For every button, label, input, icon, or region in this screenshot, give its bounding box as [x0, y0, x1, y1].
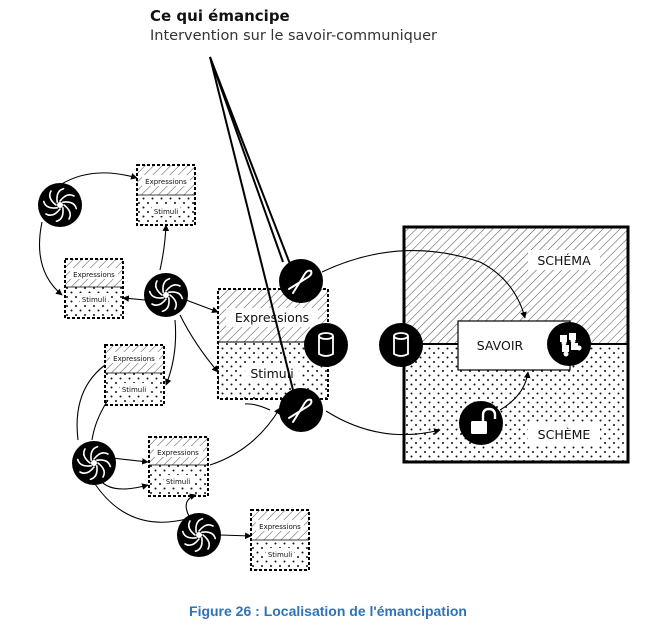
small-box-5-expressions: Expressions [259, 523, 301, 531]
schema-label: SCHÉMA [537, 253, 591, 268]
small-box-3: Expressions Stimuli [104, 344, 165, 406]
pliers-icon [278, 387, 324, 433]
spiral-icon [37, 182, 83, 228]
cylinder-icon [303, 322, 349, 368]
small-box-5-stimuli: Stimuli [268, 551, 292, 559]
cylinder-icon [378, 322, 424, 368]
small-box-1: Expressions Stimuli [136, 164, 196, 226]
small-box-2-expressions: Expressions [73, 271, 115, 279]
puzzle-icon [547, 322, 591, 366]
small-box-3-stimuli: Stimuli [122, 386, 146, 394]
small-box-1-stimuli: Stimuli [154, 208, 178, 216]
small-box-5: Expressions Stimuli [250, 509, 310, 571]
scheme-label: SCHÈME [538, 427, 591, 442]
spiral-icon [143, 272, 189, 318]
small-box-2: Expressions Stimuli [64, 258, 124, 319]
emancipation-diagram: SCHÉMA SCHÈME SAVOIR Expressions Stimuli… [37, 56, 630, 571]
small-box-4: Expressions Stimuli [148, 436, 209, 497]
figure-caption: Figure 26 : Localisation de l'émancipati… [189, 603, 467, 619]
header-title: Ce qui émancipe [150, 7, 290, 25]
header: Ce qui émancipe Intervention sur le savo… [150, 6, 437, 46]
small-box-4-stimuli: Stimuli [166, 478, 190, 486]
spiral-icon [71, 440, 117, 486]
savoir-label: SAVOIR [477, 338, 524, 353]
schema-scheme-box: SCHÉMA SCHÈME SAVOIR [402, 225, 630, 464]
connector-lines [39, 172, 531, 540]
header-subtitle: Intervention sur le savoir-communiquer [150, 28, 437, 44]
spiral-icon [176, 512, 222, 558]
pliers-icon [278, 258, 324, 304]
small-box-4-expressions: Expressions [157, 449, 199, 457]
small-box-3-expressions: Expressions [113, 355, 155, 363]
small-box-1-expressions: Expressions [145, 178, 187, 186]
open-padlock-icon [457, 399, 505, 447]
central-expressions-label: Expressions [235, 310, 309, 325]
pointer-lines [209, 56, 297, 403]
small-box-2-stimuli: Stimuli [82, 296, 106, 304]
central-stimuli-label: Stimuli [250, 366, 293, 381]
